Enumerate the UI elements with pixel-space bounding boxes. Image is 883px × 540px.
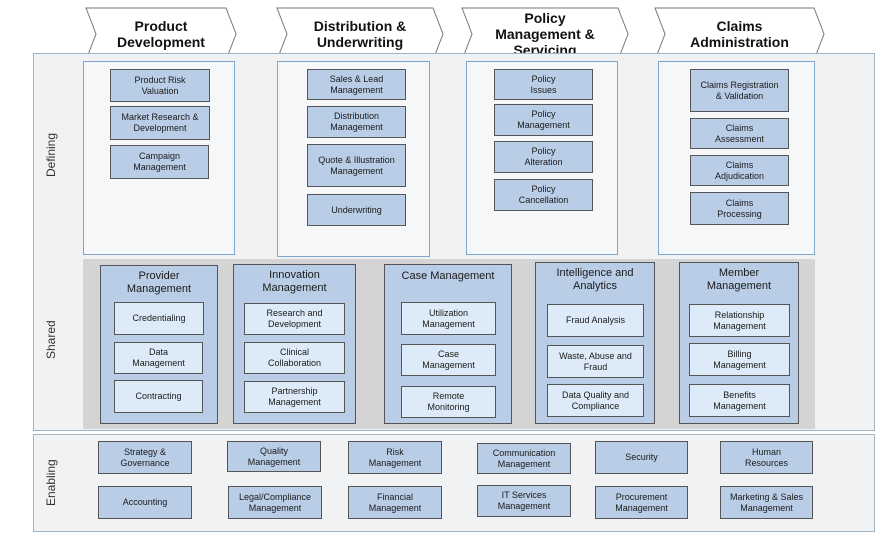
inner-case-management: Case Management bbox=[401, 344, 496, 376]
group-innovation-management: Innovation Management Research and Devel… bbox=[233, 264, 356, 424]
box-product-risk-valuation: Product Risk Valuation bbox=[110, 69, 210, 102]
box-claims-assessment: Claims Assessment bbox=[690, 118, 789, 149]
header-chevrons bbox=[85, 7, 825, 61]
box-quote-illustration: Quote & Illustration Management bbox=[307, 144, 406, 187]
row-label-defining: Defining bbox=[44, 132, 58, 178]
box-claims-registration: Claims Registration & Validation bbox=[690, 69, 789, 112]
box-policy-management: Policy Management bbox=[494, 104, 593, 136]
box-marketing-sales: Marketing & Sales Management bbox=[720, 486, 813, 519]
box-communication-management: Communication Management bbox=[477, 443, 571, 474]
inner-remote-monitoring: Remote Monitoring bbox=[401, 386, 496, 418]
group-title: Provider Management bbox=[126, 270, 192, 295]
group-provider-management: Provider Management Credentialing Data M… bbox=[100, 265, 218, 424]
box-policy-alteration: Policy Alteration bbox=[494, 141, 593, 173]
box-it-services: IT Services Management bbox=[477, 485, 571, 517]
box-market-research: Market Research & Development bbox=[110, 106, 210, 140]
group-intelligence-analytics: Intelligence and Analytics Fraud Analysi… bbox=[535, 262, 655, 424]
inner-waste-abuse-fraud: Waste, Abuse and Fraud bbox=[547, 345, 644, 378]
inner-data-management: Data Management bbox=[114, 342, 203, 374]
group-case-management: Case Management Utilization Management C… bbox=[384, 264, 512, 424]
box-procurement-management: Procurement Management bbox=[595, 486, 688, 519]
box-claims-adjudication: Claims Adjudication bbox=[690, 155, 789, 186]
header-distribution-underwriting: Distribution & Underwriting bbox=[313, 18, 407, 50]
box-financial-management: Financial Management bbox=[348, 486, 442, 519]
inner-contracting: Contracting bbox=[114, 380, 203, 413]
box-strategy-governance: Strategy & Governance bbox=[98, 441, 192, 474]
inner-relationship-management: Relationship Management bbox=[689, 304, 790, 337]
box-risk-management: Risk Management bbox=[348, 441, 442, 474]
box-quality-management: Quality Management bbox=[227, 441, 321, 472]
inner-partnership-management: Partnership Management bbox=[244, 381, 345, 413]
header-product-development: Product Development bbox=[117, 18, 205, 50]
group-title: Innovation Management bbox=[262, 269, 327, 294]
group-title: Member Management bbox=[706, 267, 772, 292]
inner-benefits-management: Benefits Management bbox=[689, 384, 790, 417]
inner-research-development: Research and Development bbox=[244, 303, 345, 335]
group-title: Case Management bbox=[401, 270, 495, 282]
group-title: Intelligence and Analytics bbox=[556, 267, 634, 292]
header-claims-administration: Claims Administration bbox=[690, 18, 789, 50]
row-label-shared: Shared bbox=[44, 320, 58, 360]
box-distribution-management: Distribution Management bbox=[307, 106, 406, 138]
box-claims-processing: Claims Processing bbox=[690, 192, 789, 225]
box-accounting: Accounting bbox=[98, 486, 192, 519]
box-policy-cancellation: Policy Cancellation bbox=[494, 179, 593, 211]
row-label-enabling: Enabling bbox=[44, 459, 58, 507]
box-security: Security bbox=[595, 441, 688, 474]
inner-clinical-collaboration: Clinical Collaboration bbox=[244, 342, 345, 374]
box-legal-compliance: Legal/Compliance Management bbox=[228, 486, 322, 519]
box-campaign-management: Campaign Management bbox=[110, 145, 209, 179]
box-policy-issues: Policy Issues bbox=[494, 69, 593, 100]
inner-data-quality-compliance: Data Quality and Compliance bbox=[547, 384, 644, 417]
box-human-resources: Human Resources bbox=[720, 441, 813, 474]
inner-billing-management: Billing Management bbox=[689, 343, 790, 376]
box-sales-lead: Sales & Lead Management bbox=[307, 69, 406, 100]
inner-utilization-management: Utilization Management bbox=[401, 302, 496, 335]
inner-credentialing: Credentialing bbox=[114, 302, 204, 335]
box-underwriting: Underwriting bbox=[307, 194, 406, 226]
group-member-management: Member Management Relationship Managemen… bbox=[679, 262, 799, 424]
inner-fraud-analysis: Fraud Analysis bbox=[547, 304, 644, 337]
